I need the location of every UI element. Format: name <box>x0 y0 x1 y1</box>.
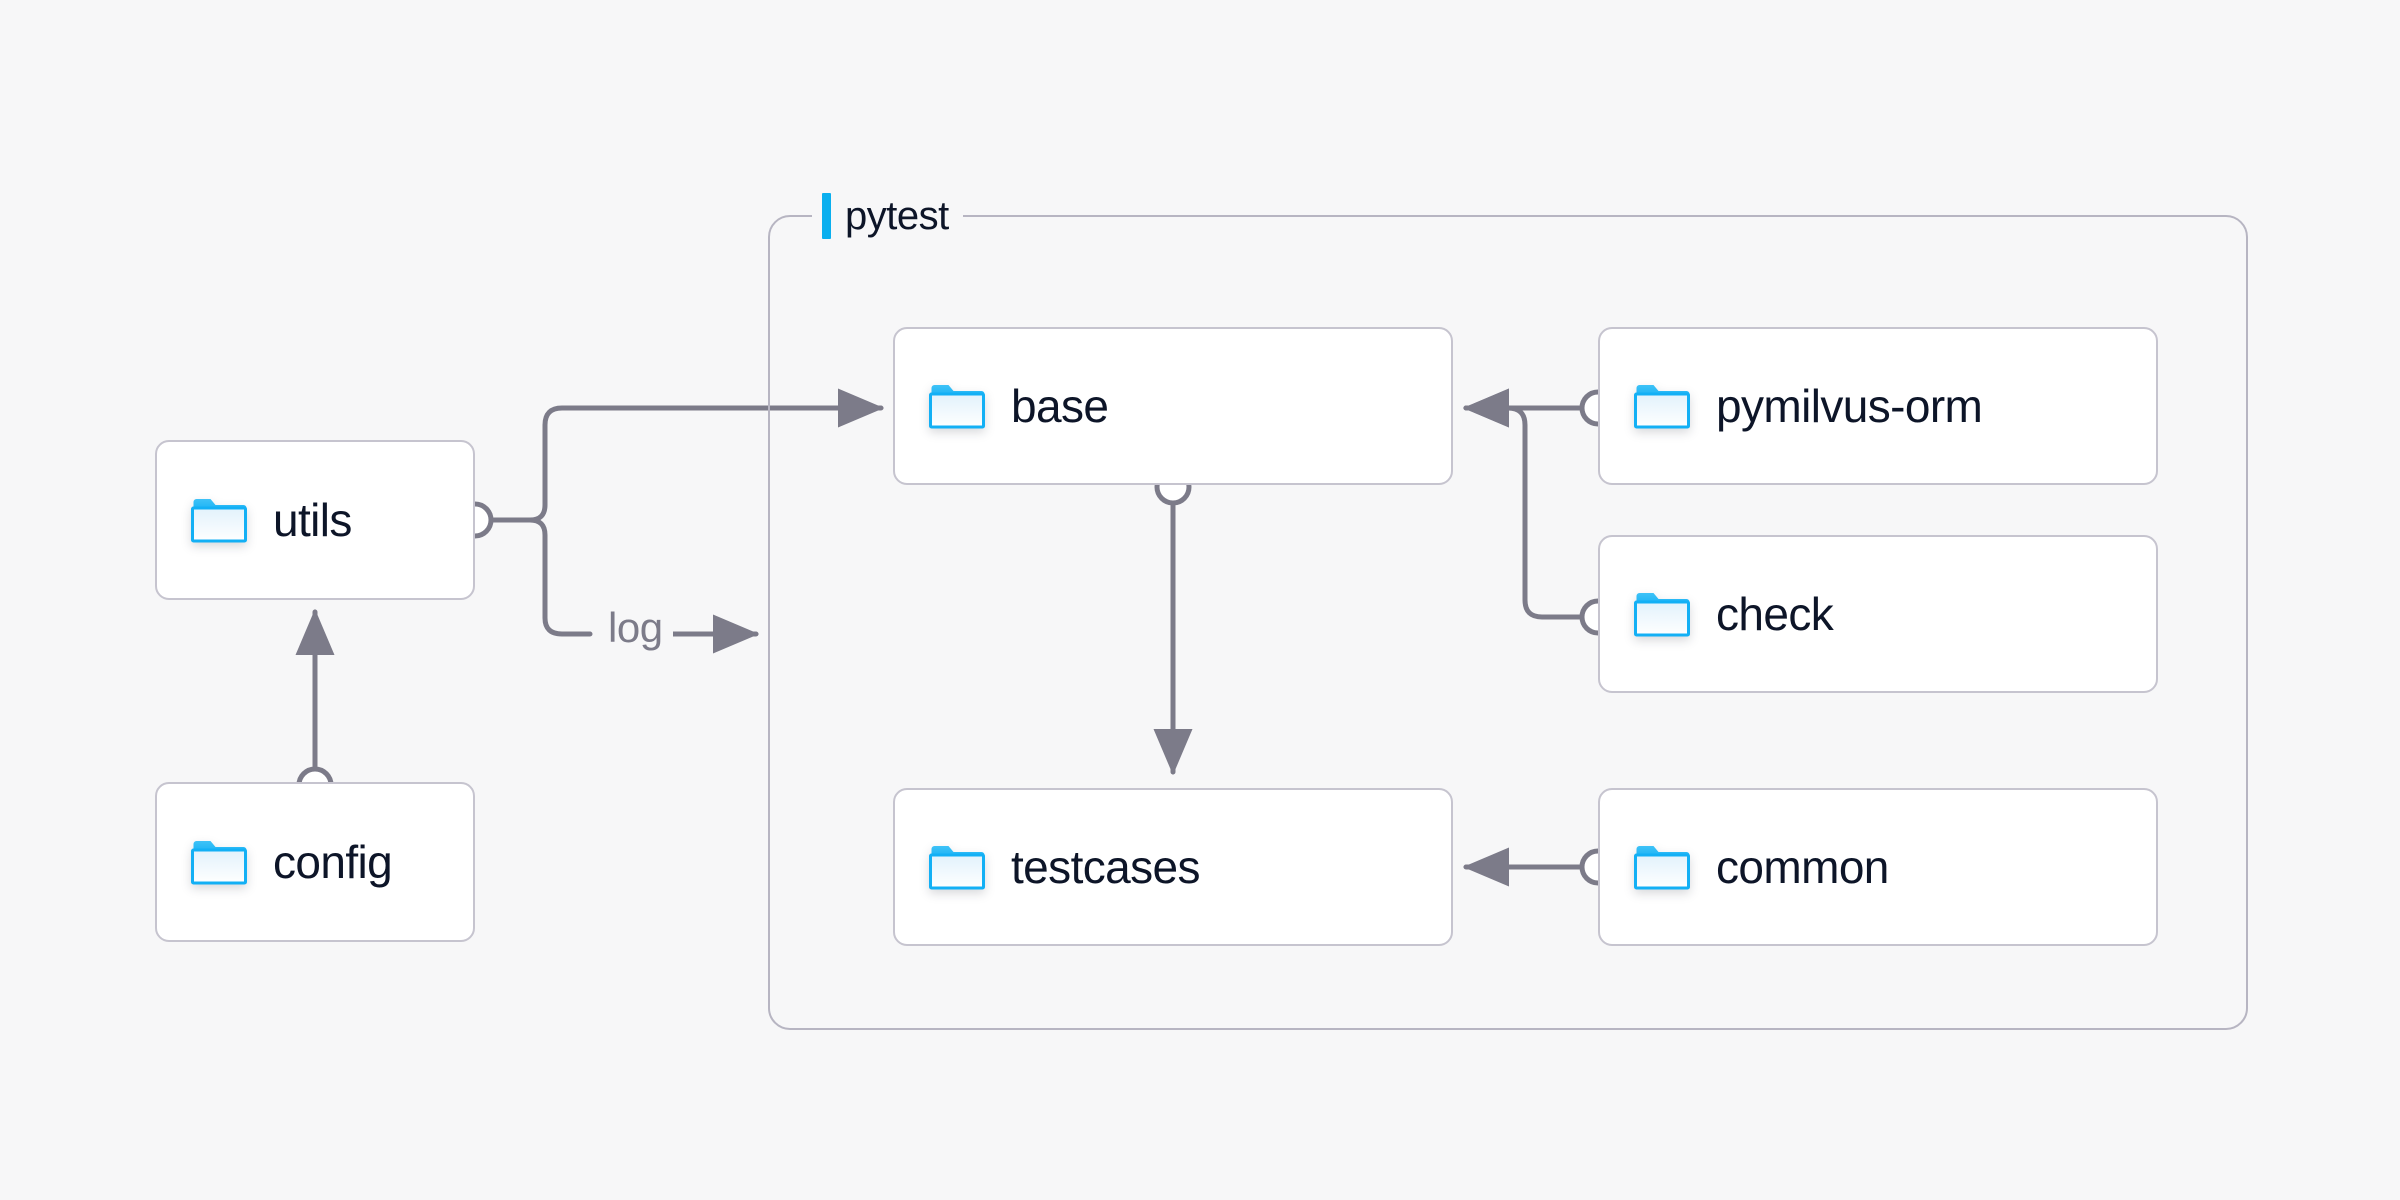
edge-label-log-text: log <box>608 604 663 651</box>
node-pymilvus-orm[interactable]: pymilvus-orm <box>1598 327 2158 485</box>
node-testcases[interactable]: testcases <box>893 788 1453 946</box>
folder-icon <box>929 844 985 890</box>
group-container-pytest[interactable] <box>768 215 2248 1030</box>
group-accent-bar <box>822 193 831 239</box>
node-utils[interactable]: utils <box>155 440 475 600</box>
node-label: utils <box>273 494 352 546</box>
folder-icon <box>191 497 247 543</box>
node-check[interactable]: check <box>1598 535 2158 693</box>
folder-icon <box>929 383 985 429</box>
group-label-pytest: pytest <box>812 190 963 242</box>
folder-icon <box>1634 844 1690 890</box>
group-title-text: pytest <box>845 193 949 238</box>
node-label: testcases <box>1011 841 1201 893</box>
node-common[interactable]: common <box>1598 788 2158 946</box>
node-label: base <box>1011 380 1109 432</box>
node-label: check <box>1716 588 1834 640</box>
node-config[interactable]: config <box>155 782 475 942</box>
folder-icon <box>191 839 247 885</box>
node-base[interactable]: base <box>893 327 1453 485</box>
edge-label-log: log <box>598 604 673 652</box>
node-label: config <box>273 836 393 888</box>
folder-icon <box>1634 591 1690 637</box>
edge-utils-to-log <box>527 517 593 637</box>
node-label: pymilvus-orm <box>1716 380 1983 432</box>
folder-icon <box>1634 383 1690 429</box>
node-label: common <box>1716 841 1889 893</box>
